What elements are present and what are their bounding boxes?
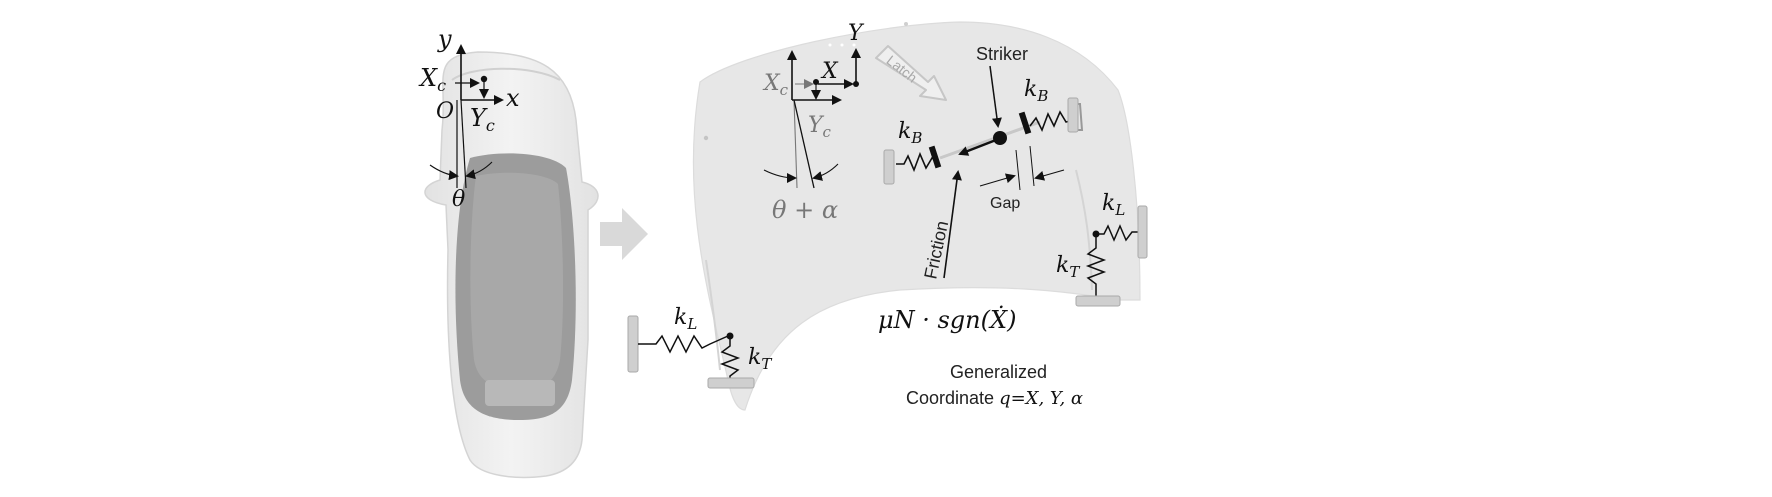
right-mount-labels: kL kT — [1056, 191, 1125, 281]
spring-kb-left-label: kB — [898, 119, 922, 147]
caption-line-1: Generalized — [950, 362, 1047, 382]
caption-line-2: Coordinate q=X, Y, α — [906, 388, 1083, 409]
local-coordinate-frame — [763, 50, 842, 189]
left-frame-labels: y x Xc O Yc θ — [418, 25, 520, 212]
left-mount — [627, 315, 755, 389]
left-axis-y-label: y — [437, 25, 452, 53]
global-axis-x-label: X — [820, 59, 839, 84]
global-coordinate-frame — [818, 48, 861, 89]
spring-kt-right-label: kT — [1056, 253, 1080, 281]
local-yc-label: Yc — [808, 113, 832, 141]
striker-label: Striker — [976, 44, 1028, 64]
spring-kl-right-label: kL — [1102, 191, 1125, 219]
striker-point — [993, 131, 1007, 145]
global-axis-y-label: Y — [848, 21, 865, 46]
latch-labels: Striker Gap Friction μN · sgn(Ẋ) kB kB — [878, 44, 1048, 334]
spring-kl-left-label: kL — [674, 305, 697, 333]
generalized-coordinate-caption: Generalized Coordinate q=X, Y, α — [906, 362, 1083, 409]
latch-assembly — [883, 65, 1084, 279]
left-yc-label: Yc — [470, 104, 495, 135]
left-mount-labels: kL kT — [674, 305, 772, 373]
left-axis-x-label: x — [506, 84, 520, 112]
friction-formula: μN · sgn(Ẋ) — [878, 305, 1016, 334]
right-mount — [1075, 205, 1148, 307]
car-top-view — [424, 51, 599, 479]
spring-kb-right-label: kB — [1024, 77, 1048, 105]
left-angle-label: θ — [452, 187, 465, 212]
left-xc-label: Xc — [418, 64, 446, 95]
spring-kt-left-label: kT — [748, 345, 772, 373]
transition-arrow — [600, 208, 648, 260]
right-frame-labels: Y X Xc Yc θ + α — [762, 21, 865, 224]
left-coordinate-frame — [429, 44, 504, 189]
angle-theta-alpha-label: θ + α — [772, 196, 838, 224]
left-origin-label: O — [436, 99, 454, 124]
local-xc-label: Xc — [762, 71, 789, 99]
gap-label: Gap — [990, 195, 1020, 212]
